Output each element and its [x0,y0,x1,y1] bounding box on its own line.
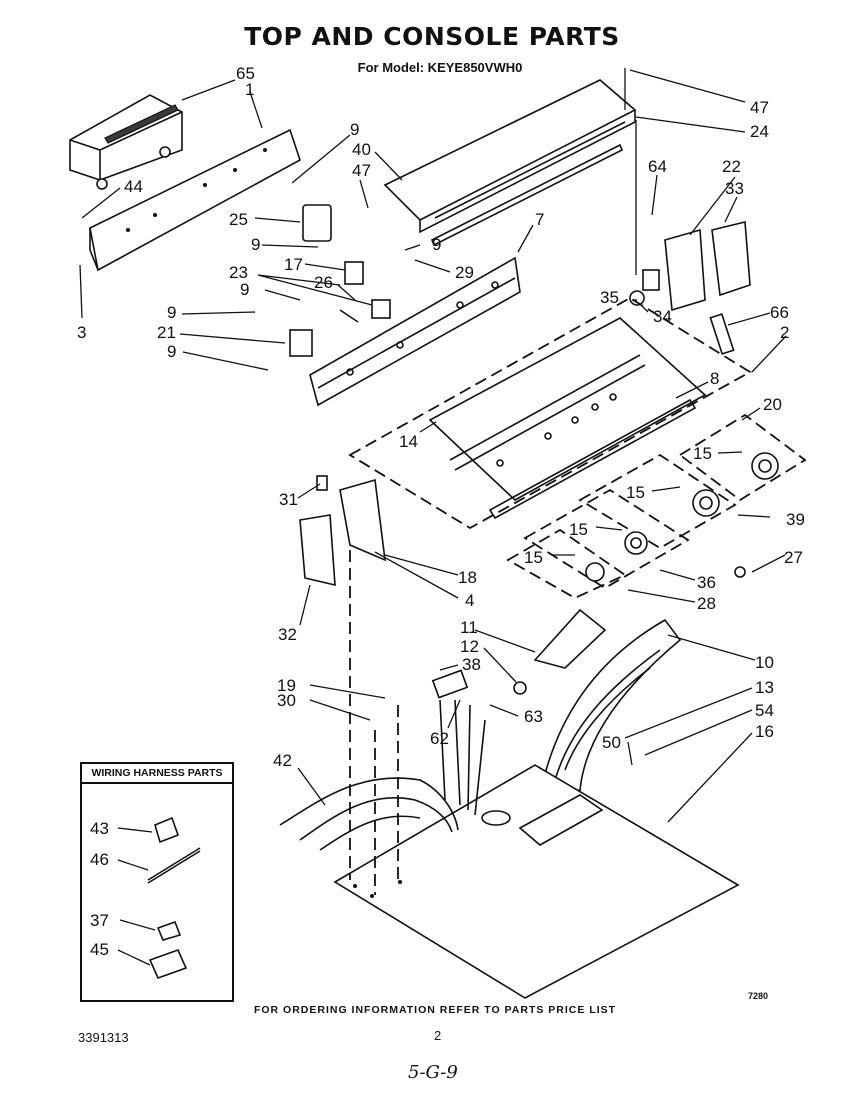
callout-17: 17 [284,255,303,274]
part-control-bracket [309,256,521,407]
callout-9: 9 [240,280,249,299]
diagram-id: 7280 [748,991,769,1001]
inset-title: WIRING HARNESS PARTS [82,764,232,784]
part-rear-edge [624,68,637,275]
callout-1: 1 [245,80,254,99]
callout-33: 33 [725,179,744,198]
handwritten-note: 5-G-9 [408,1062,458,1083]
callout-21: 21 [157,323,176,342]
callout-9: 9 [350,120,359,139]
callout-50: 50 [602,733,621,752]
callout-42: 42 [273,751,292,770]
callout-15: 15 [693,444,712,463]
callout-26: 26 [314,273,333,292]
callout-9: 9 [432,235,441,254]
part-console-back-panel [89,128,301,272]
part-hinge-bracket [629,221,751,355]
callout-16: 16 [755,722,774,741]
part-control-panel [348,296,752,530]
callout-27: 27 [784,548,803,567]
callout-31: 31 [279,490,298,509]
part-top-cover [333,764,740,999]
page-title: TOP AND CONSOLE PARTS [244,22,620,51]
callout-28: 28 [697,594,716,613]
ordering-note: FOR ORDERING INFORMATION REFER TO PARTS … [253,1004,617,1016]
callout-34: 34 [653,307,672,326]
part-control-hood [513,608,682,796]
callout-15: 15 [524,548,543,567]
callout-15: 15 [569,520,588,539]
callout-13: 13 [755,678,774,697]
callout-20: 20 [763,395,782,414]
model-subtitle: For Model: KEYE850VWH0 [357,60,523,75]
callout-47: 47 [352,161,371,180]
part-knob-group [506,413,807,600]
part-switches [289,204,391,357]
part-end-cap [69,94,183,190]
callout-24: 24 [750,122,769,141]
callout-66: 66 [770,303,789,322]
callout-10: 10 [755,653,774,672]
document-number: 3391313 [78,1030,129,1045]
callout-30: 30 [277,691,296,710]
callout-32: 32 [278,625,297,644]
callout-38: 38 [462,655,481,674]
callout-2: 2 [780,323,789,342]
callout-11: 11 [460,618,478,637]
callout-12: 12 [460,637,479,656]
callout-37: 37 [90,911,109,930]
callout-14: 14 [399,432,418,451]
callout-44: 44 [124,177,143,196]
callout-40: 40 [352,140,371,159]
callout-29: 29 [455,263,474,282]
callout-65: 65 [236,64,255,83]
leader-lines [79,69,787,966]
callout-labels: 65 1 9 40 47 44 25 9 17 23 9 26 29 9 9 2… [77,64,805,959]
callout-15: 15 [626,483,645,502]
callout-19: 19 [277,676,296,695]
callout-9: 9 [167,303,176,322]
callout-35: 35 [600,288,619,307]
part-console-trim [383,79,637,247]
callout-54: 54 [755,701,774,720]
part-wiring-harness [279,669,486,851]
callout-47: 47 [750,98,769,117]
callout-3: 3 [77,323,86,342]
inset-harness-parts [147,816,201,980]
callout-23: 23 [229,263,248,282]
callout-62: 62 [430,729,449,748]
callout-8: 8 [710,369,719,388]
callout-43: 43 [90,819,109,838]
assembly-lines [349,550,399,895]
callout-22: 22 [722,157,741,176]
callout-9: 9 [251,235,260,254]
callout-46: 46 [90,850,109,869]
callout-63: 63 [524,707,543,726]
callout-18: 18 [458,568,477,587]
callout-45: 45 [90,940,109,959]
callout-36: 36 [697,573,716,592]
callout-7: 7 [535,210,544,229]
part-end-bracket [299,475,386,587]
callout-25: 25 [229,210,248,229]
wiring-harness-inset: WIRING HARNESS PARTS [80,762,234,1002]
callout-39: 39 [786,510,805,529]
callout-4: 4 [465,591,474,610]
page-number: 2 [434,1028,442,1043]
callout-64: 64 [648,157,667,176]
callout-9: 9 [167,342,176,361]
